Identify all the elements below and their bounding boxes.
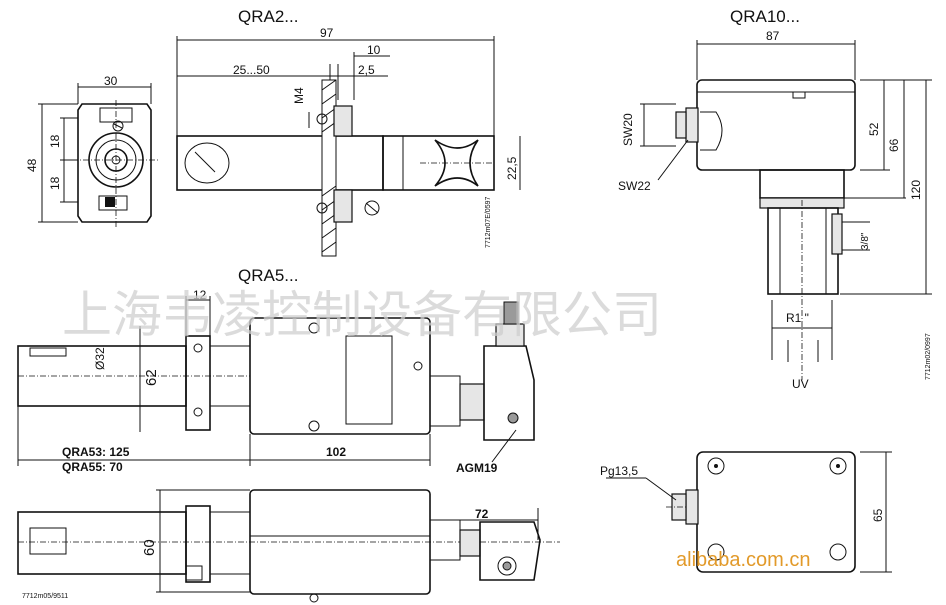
qra5-label-agm19: AGM19 <box>456 461 498 475</box>
qra10-title: QRA10... <box>730 7 800 26</box>
qra10-drawing: QRA10... 87 SW20 SW22 <box>618 7 932 391</box>
qra5-dim-d32: Ø32 <box>93 347 107 370</box>
qra2-dim-25-50: 25...50 <box>233 63 270 77</box>
qra5-dim-qra55: QRA55: 70 <box>62 460 123 474</box>
qra5-dim-12: 12 <box>193 288 207 302</box>
qra2-dim-m4: M4 <box>292 87 306 104</box>
qra2-drawing-number: 7712m07E/0597 <box>485 197 492 248</box>
qra2-dim-2-5: 2,5 <box>358 63 375 77</box>
qra5-title: QRA5... <box>238 266 298 285</box>
housing-dim-pg13-5: Pg13,5 <box>600 464 638 478</box>
qra10-dim-120: 120 <box>909 180 923 200</box>
qra2-dim-18-top: 18 <box>48 134 62 148</box>
site-watermark: alibaba.com.cn <box>676 549 811 571</box>
qra2-dim-10: 10 <box>367 43 381 57</box>
qra2-dim-18-bottom: 18 <box>48 176 62 190</box>
qra2-dim-22-5: 22,5 <box>505 156 519 180</box>
qra2-dim-30: 30 <box>104 74 118 88</box>
qra10-label-uv: UV <box>792 377 809 391</box>
qra5-dim-102: 102 <box>326 445 346 459</box>
company-watermark: 上海韦凌控制设备有限公司 <box>62 286 662 344</box>
qra5-dim-72: 72 <box>475 507 489 521</box>
terminal-housing-top-view: Pg13,5 65 <box>600 451 892 573</box>
housing-dim-65: 65 <box>871 508 885 522</box>
qra10-dim-87: 87 <box>766 29 780 43</box>
qra2-drawing: QRA2... 30 48 <box>25 7 521 257</box>
qra5-dim-qra53: QRA53: 125 <box>62 445 130 459</box>
qra10-dim-66: 66 <box>887 138 901 152</box>
qra10-dim-52: 52 <box>867 122 881 136</box>
qra10-dim-sw22: SW22 <box>618 179 651 193</box>
qra10-dim-sw20: SW20 <box>621 113 635 146</box>
qra5-drawing-number: 7712m05/9511 <box>22 593 68 600</box>
qra10-drawing-number: 7712m02/0997 <box>925 333 932 380</box>
qra5-top-view: Ø32 12 62 <box>17 288 535 475</box>
qra2-dim-48: 48 <box>25 158 39 172</box>
qra5-dim-62: 62 <box>143 369 160 386</box>
qra10-dim-3-8: 3/8" <box>860 232 871 250</box>
qra5-drawing: QRA5... Ø32 12 62 <box>17 266 560 603</box>
qra10-dim-r1: R1 " <box>786 311 809 325</box>
qra2-dim-97: 97 <box>320 26 334 40</box>
qra5-bottom-view: 60 72 7712m05/9511 <box>17 489 560 603</box>
qra2-front-view: 30 48 18 18 <box>25 74 160 228</box>
qra10-housing <box>696 79 856 171</box>
qra2-title: QRA2... <box>238 7 298 26</box>
qra5-dim-60: 60 <box>141 539 158 556</box>
qra2-side-view: 97 10 25...50 2,5 M4 <box>176 26 521 257</box>
